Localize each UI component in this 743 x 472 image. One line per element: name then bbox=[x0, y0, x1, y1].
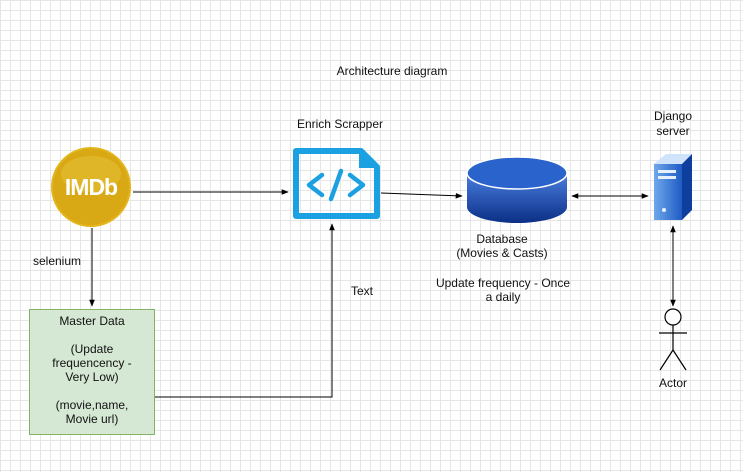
database-label-line1: Database bbox=[476, 232, 528, 246]
django-label-line1: Django bbox=[653, 109, 693, 123]
actor-stick-figure-icon[interactable] bbox=[656, 308, 690, 374]
edge-scraper-to-database bbox=[380, 192, 463, 199]
master-data-box[interactable]: Master Data (Update frequencency - Very … bbox=[29, 309, 155, 435]
master-data-title: Master Data bbox=[59, 314, 125, 328]
imdb-logo-text: IMDb bbox=[65, 174, 118, 200]
master-data-fields-line1: (movie,name, bbox=[55, 398, 129, 412]
edge-label-selenium: selenium bbox=[32, 254, 82, 268]
django-label-line2: server bbox=[656, 124, 690, 138]
database-frequency-line2: a daily bbox=[485, 290, 521, 304]
edge-label-text: Text bbox=[350, 284, 373, 298]
master-data-frequency-line1: (Update bbox=[70, 342, 114, 356]
server-icon[interactable] bbox=[650, 150, 694, 222]
database-icon[interactable] bbox=[465, 155, 569, 225]
actor-label: Actor bbox=[658, 376, 687, 390]
imdb-logo-icon[interactable]: IMDb bbox=[50, 146, 132, 228]
edge-master-data-to-scraper bbox=[155, 223, 335, 398]
master-data-fields-line2: Movie url) bbox=[65, 412, 119, 426]
diagram-title: Architecture diagram bbox=[336, 64, 448, 78]
code-file-icon[interactable] bbox=[291, 146, 381, 221]
database-frequency-line1: Update frequency - Once bbox=[435, 276, 571, 290]
master-data-frequency-line2: frequencency - bbox=[52, 356, 132, 370]
scraper-label: Enrich Scrapper bbox=[296, 117, 384, 131]
database-label-line2: (Movies & Casts) bbox=[456, 246, 548, 260]
master-data-frequency-line3: Very Low) bbox=[65, 370, 119, 384]
